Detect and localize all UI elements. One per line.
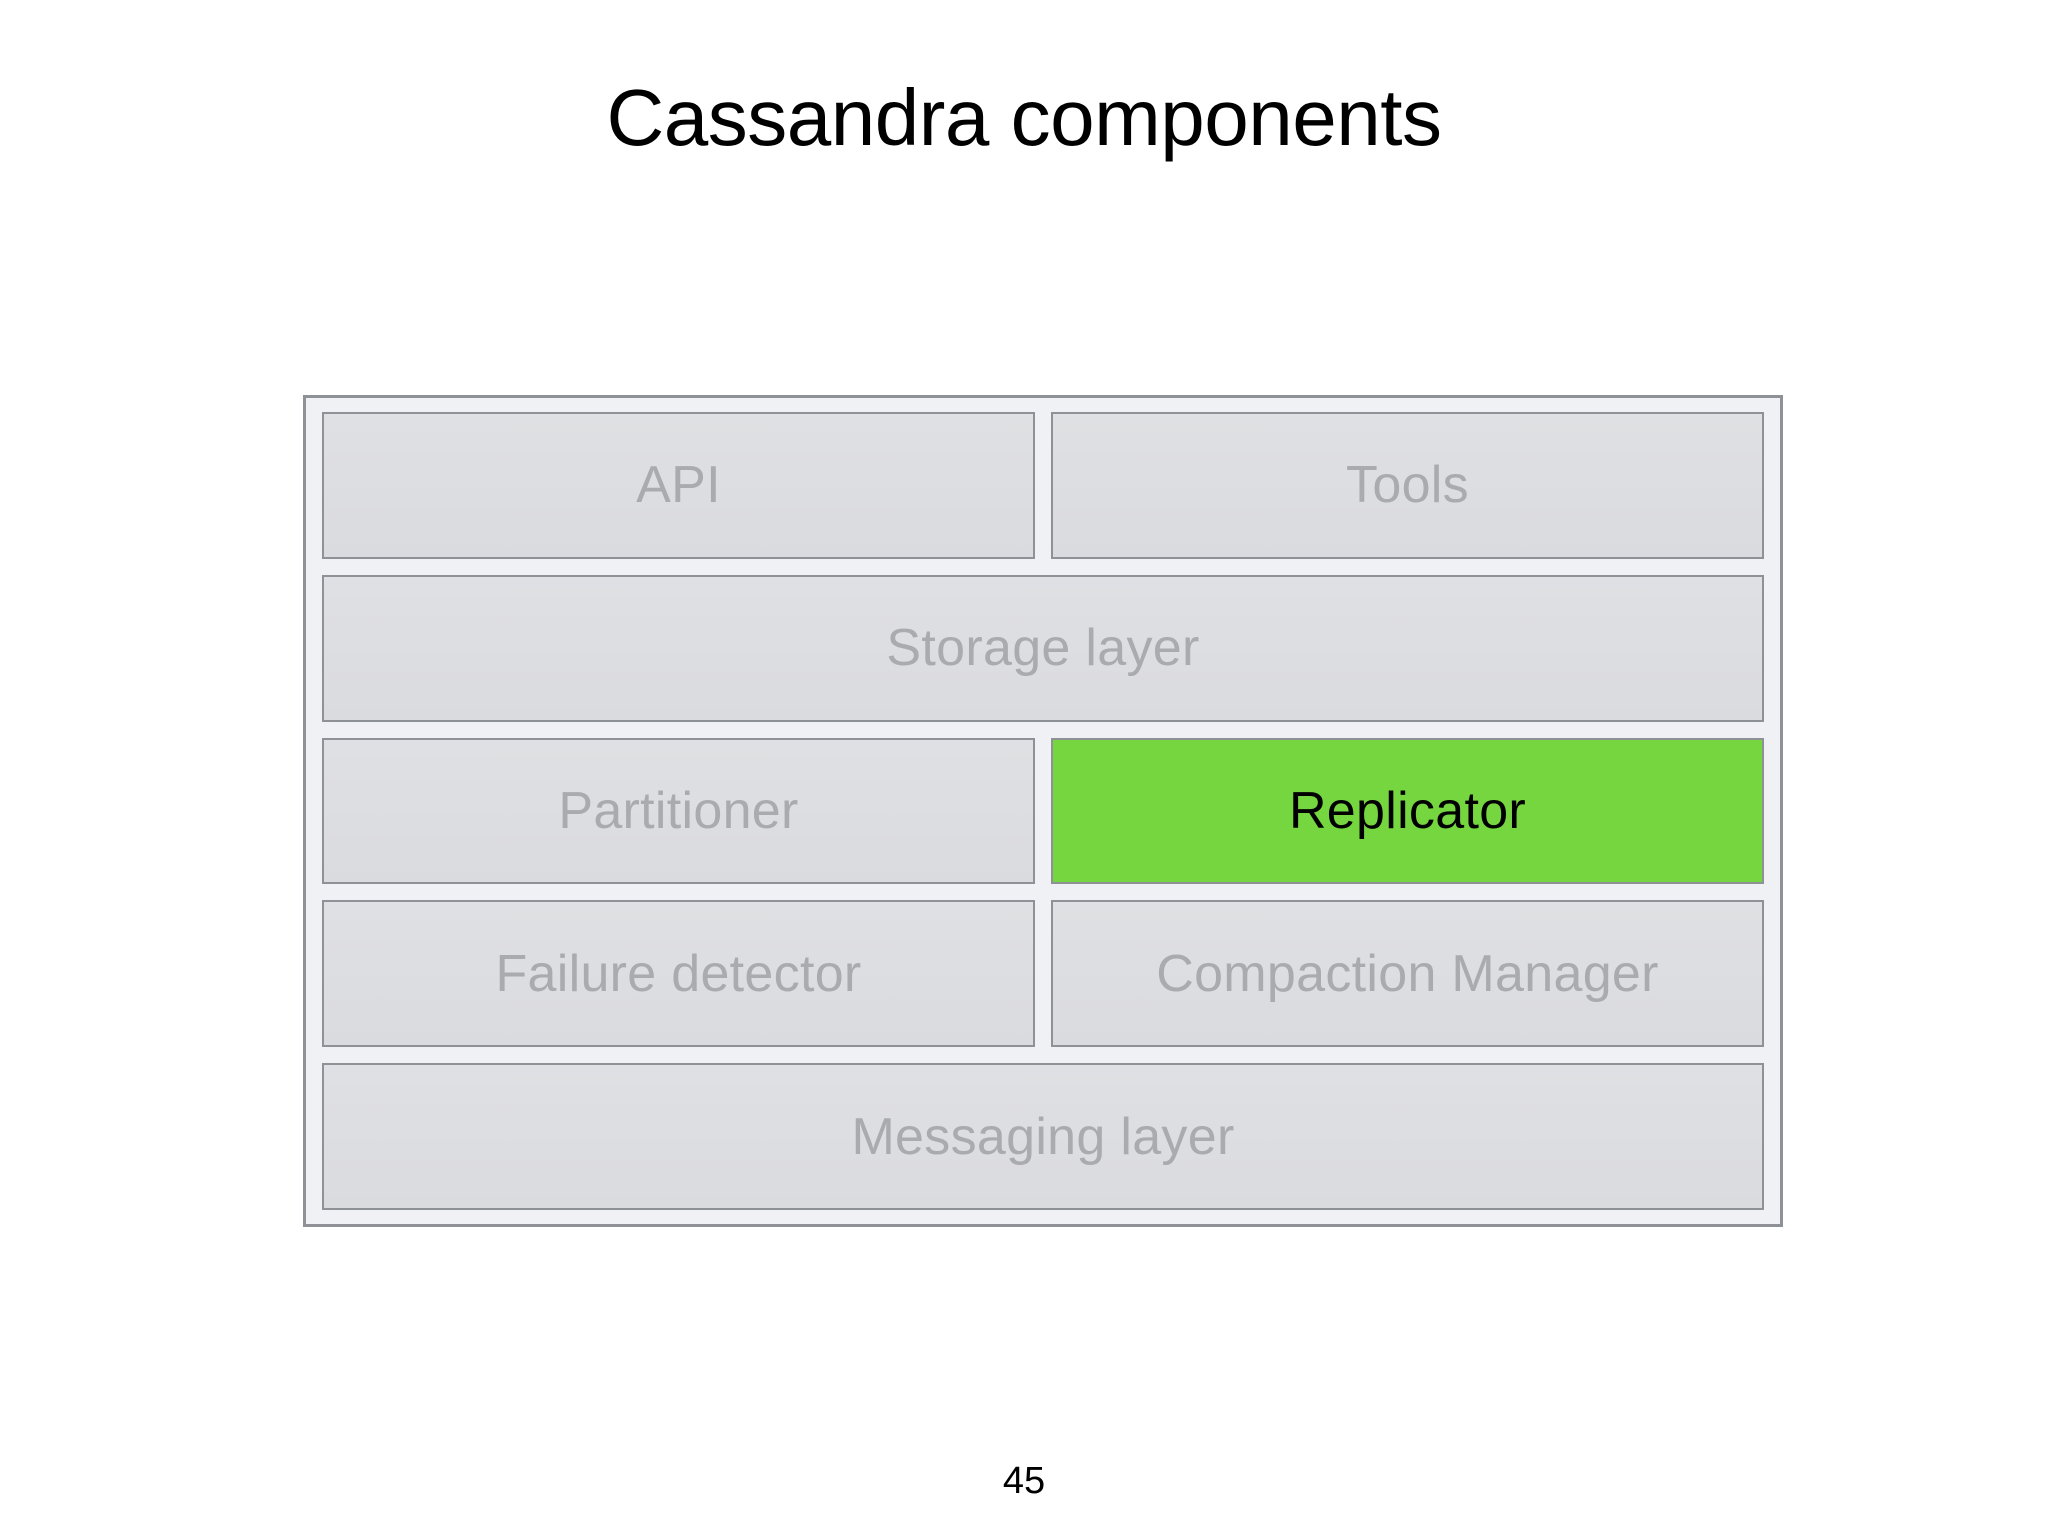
diagram-row-3: Partitioner Replicator <box>322 737 1764 885</box>
component-box-tools[interactable]: Tools <box>1051 412 1764 559</box>
diagram-row-4: Failure detector Compaction Manager <box>322 900 1764 1048</box>
component-box-partitioner[interactable]: Partitioner <box>322 737 1035 885</box>
cassandra-components-diagram: API Tools Storage layer Partitioner Repl… <box>303 395 1783 1227</box>
diagram-row-5: Messaging layer <box>322 1063 1764 1210</box>
component-box-api[interactable]: API <box>322 412 1035 559</box>
diagram-row-1: API Tools <box>322 412 1764 559</box>
page-number: 45 <box>1002 1460 1046 1502</box>
component-box-messaging-layer[interactable]: Messaging layer <box>322 1063 1764 1210</box>
diagram-row-2: Storage layer <box>322 574 1764 722</box>
component-box-failure-detector[interactable]: Failure detector <box>322 900 1035 1048</box>
component-box-compaction-manager[interactable]: Compaction Manager <box>1051 900 1764 1048</box>
diagram-rows: API Tools Storage layer Partitioner Repl… <box>322 412 1764 1210</box>
component-box-storage-layer[interactable]: Storage layer <box>322 574 1764 722</box>
component-box-replicator[interactable]: Replicator <box>1051 737 1764 885</box>
page-title: Cassandra components <box>606 73 1442 162</box>
